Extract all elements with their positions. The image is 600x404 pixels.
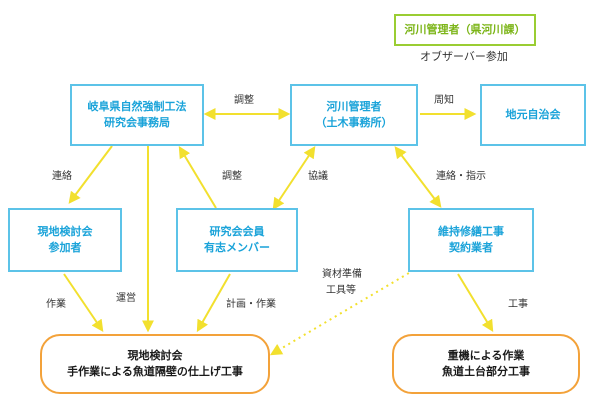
arrow-members-river (272, 146, 316, 210)
arrow-contractor-worksite (269, 269, 415, 356)
label-plan-work: 計画・作業 (226, 299, 276, 310)
label-materials-1: 資材準備 (322, 269, 362, 280)
label-discuss: 協議 (308, 171, 328, 182)
node-local-line1: 地元自治会 (505, 108, 561, 121)
node-members-line2: 有志メンバー (204, 241, 270, 254)
arrow-participants-worksite (63, 273, 104, 332)
node-gifu-secretariat: 岐阜県自然強制工法 研究会事務局 (70, 84, 204, 146)
node-contractor: 維持修繕工事 契約業者 (408, 208, 534, 272)
node-river-office: 河川管理者 （土木事務所） (290, 84, 418, 146)
arrow-gifu-participants (68, 145, 113, 204)
arrow-members-gifu (178, 145, 217, 209)
node-worksite-line2: 手作業による魚道隔壁の仕上げ工事 (67, 365, 243, 378)
label-materials-2: 工具等 (326, 285, 356, 296)
node-gifu-line1: 岐阜県自然強制工法 (87, 100, 187, 113)
node-heavy-line1: 重機による作業 (447, 349, 525, 362)
arrow-river-contractor (394, 146, 442, 208)
node-local-association: 地元自治会 (480, 84, 586, 146)
label-contact: 連絡 (52, 171, 72, 182)
node-worksite-line1: 現地検討会 (127, 349, 183, 362)
observer-box: 河川管理者（県河川課） (394, 14, 536, 46)
node-gifu-line2: 研究会事務局 (104, 116, 170, 129)
label-work: 作業 (46, 299, 66, 310)
node-river-line2: （土木事務所） (315, 116, 393, 129)
node-river-line1: 河川管理者 (326, 100, 382, 113)
arrow-members-worksite (196, 273, 231, 333)
label-operate: 運営 (116, 293, 136, 304)
node-heavy-machinery: 重機による作業 魚道土台部分工事 (392, 334, 580, 394)
arrow-contractor-heavy (457, 273, 494, 333)
node-worksite: 現地検討会 手作業による魚道隔壁の仕上げ工事 (40, 334, 270, 394)
label-construction: 工事 (508, 299, 528, 310)
label-contact-instruct: 連絡・指示 (436, 171, 486, 182)
label-adjust-top: 調整 (234, 95, 254, 106)
node-participants-line1: 現地検討会 (37, 225, 93, 238)
observer-title: 河川管理者（県河川課） (404, 23, 526, 36)
label-adjust-mid: 調整 (222, 171, 242, 182)
node-participants-line2: 参加者 (48, 241, 82, 254)
node-participants: 現地検討会 参加者 (8, 208, 122, 272)
node-contractor-line2: 契約業者 (449, 241, 493, 254)
node-heavy-line2: 魚道土台部分工事 (442, 365, 530, 378)
node-members: 研究会会員 有志メンバー (176, 208, 298, 272)
label-notify: 周知 (434, 95, 454, 106)
observer-note: オブザーバー参加 (420, 50, 508, 63)
node-contractor-line1: 維持修繕工事 (438, 225, 504, 238)
node-members-line1: 研究会会員 (209, 225, 265, 238)
